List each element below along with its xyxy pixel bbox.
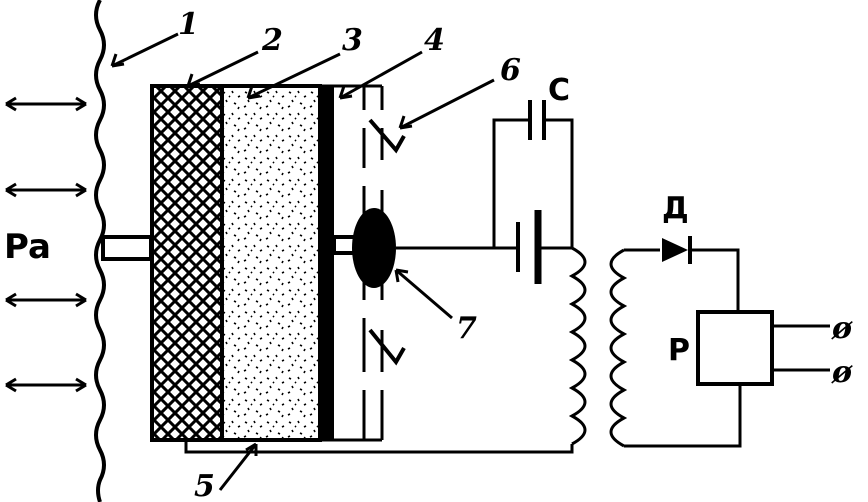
label-4: 4 [424, 23, 445, 58]
membrane-rod [101, 235, 153, 261]
label-1: 1 [178, 7, 199, 42]
membrane [94, 0, 106, 502]
layer-4-electrode [320, 86, 334, 440]
relay-label: P [668, 333, 690, 368]
layer-3-piezo [220, 84, 322, 442]
label-3: 3 [342, 23, 363, 58]
spring-contacts [368, 118, 406, 366]
contact-7 [352, 208, 396, 288]
circuit-wires [184, 118, 830, 454]
label-6: 6 [500, 53, 521, 88]
layer-2-crosshatch [150, 84, 224, 442]
diode-d [662, 236, 692, 264]
capacitor-c [528, 100, 546, 140]
battery [516, 210, 542, 284]
relay-p [696, 310, 774, 386]
pressure-label: Pa [4, 227, 51, 267]
leader-lines [110, 32, 495, 491]
terminal-bottom: ø [831, 355, 853, 390]
label-5: 5 [194, 469, 215, 502]
diode-label: Д [662, 191, 689, 226]
capacitor-label: C [548, 73, 570, 108]
label-2: 2 [261, 23, 283, 58]
pressure-arrows [5, 96, 87, 393]
label-7: 7 [456, 311, 477, 346]
terminal-top: ø [831, 311, 853, 346]
